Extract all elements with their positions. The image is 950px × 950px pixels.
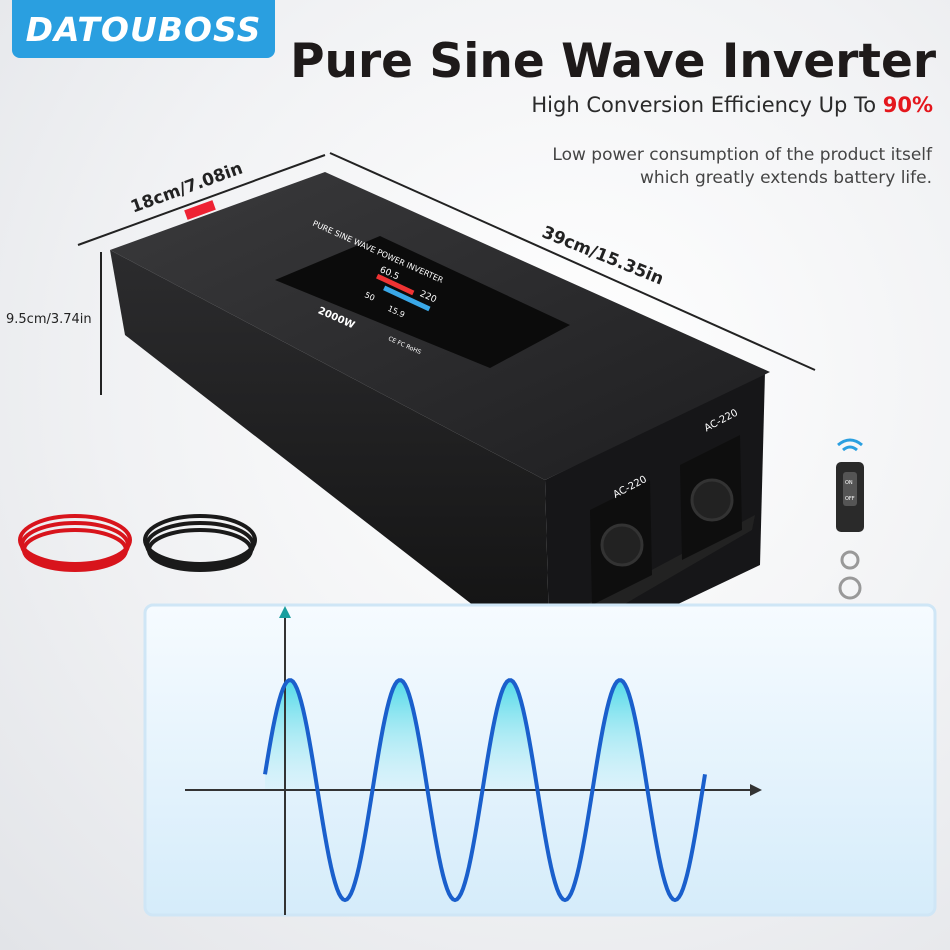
subtitle-text: High Conversion Efficiency Up To bbox=[531, 93, 883, 117]
description: Low power consumption of the product its… bbox=[552, 144, 932, 190]
subtitle: High Conversion Efficiency Up To 90% bbox=[531, 93, 933, 117]
waveform-panel bbox=[143, 603, 937, 917]
brand-text: DATOUBOSS bbox=[25, 9, 262, 49]
black-cable bbox=[143, 514, 257, 572]
display-panel bbox=[275, 236, 570, 368]
remote-off-label: OFF bbox=[845, 496, 855, 502]
height-dimension: 9.5cm/3.74in bbox=[6, 312, 92, 327]
remote-on-label: ON bbox=[845, 480, 853, 486]
inverter bbox=[110, 172, 770, 665]
brand-logo: DATOUBOSS bbox=[12, 0, 275, 58]
red-cable bbox=[18, 514, 132, 572]
description-line: which greatly extends battery life. bbox=[640, 168, 932, 188]
dimension-lines bbox=[77, 152, 816, 395]
y-axis-arrow bbox=[279, 606, 291, 618]
remote-control bbox=[836, 438, 864, 600]
page-title: Pure Sine Wave Inverter bbox=[290, 34, 936, 89]
x-axis-arrow bbox=[750, 784, 762, 796]
description-line: Low power consumption of the product its… bbox=[552, 145, 932, 165]
wave-fill bbox=[265, 680, 705, 790]
sine-wave bbox=[263, 678, 707, 903]
efficiency-value: 90% bbox=[882, 93, 933, 117]
readout-frequency: 50 bbox=[363, 290, 376, 302]
